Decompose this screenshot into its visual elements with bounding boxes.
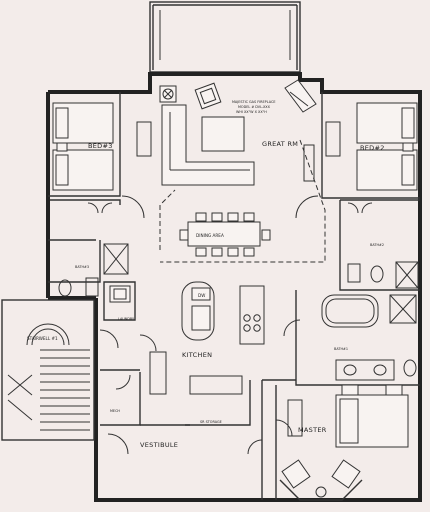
dining-chair [227, 212, 239, 222]
master-furniture [279, 384, 409, 501]
dining-chair [211, 212, 223, 222]
label-vestibule: VESTIBULE [140, 441, 178, 449]
label-bath2: BATH#2 [370, 243, 384, 247]
dining-furniture [179, 212, 271, 257]
bed2-furniture [325, 102, 418, 214]
label-great-rm: GREAT RM [262, 140, 298, 148]
doors [99, 195, 319, 455]
label-bath3: BATH#3 [75, 265, 89, 269]
label-stairwell: STAIRWELL #1 [27, 336, 58, 341]
bath1-fixtures [321, 294, 417, 381]
dining-chair [195, 212, 207, 222]
label-bed2: BED#2 [360, 144, 385, 152]
label-storage: SR STORAGE [200, 420, 222, 424]
bath3-fixtures [58, 243, 129, 297]
dining-chair [195, 247, 207, 257]
balcony [149, 1, 301, 73]
label-kitchen: KITCHEN [182, 351, 212, 359]
room-labels: BED#3 BED#2 GREAT RM DINING AREA KITCHEN… [27, 100, 385, 449]
label-master: MASTER [298, 426, 327, 434]
label-bath1: BATH#1 [334, 347, 348, 351]
label-dining-area: DINING AREA [196, 233, 224, 238]
label-bed3: BED#3 [88, 142, 113, 150]
dining-chair [211, 247, 223, 257]
label-laundry: LAUNDRY [118, 317, 135, 321]
label-mech: MECH [110, 409, 120, 413]
dining-chair [243, 247, 255, 257]
dining-chair [227, 247, 239, 257]
dining-chair [179, 229, 189, 241]
exterior-walls [46, 72, 422, 502]
interior-walls [48, 92, 420, 500]
stairwell [1, 299, 95, 441]
great-room-furniture [159, 79, 326, 263]
dining-chair [261, 229, 271, 241]
fireplace-note-line-1: MAJESTIC GAS FIREPLACE [232, 100, 275, 104]
dining-chair [243, 212, 255, 222]
kitchen-fixtures [149, 281, 265, 395]
laundry-fixtures [109, 285, 131, 303]
fireplace-note-line-2: MODEL # DVL-XXX [238, 105, 271, 109]
bath2-fixtures [347, 261, 419, 289]
fireplace-note-line-3: WHI XX"W X XX"H [236, 110, 267, 114]
label-dw: DW [198, 293, 205, 298]
bed3-furniture [52, 102, 152, 214]
